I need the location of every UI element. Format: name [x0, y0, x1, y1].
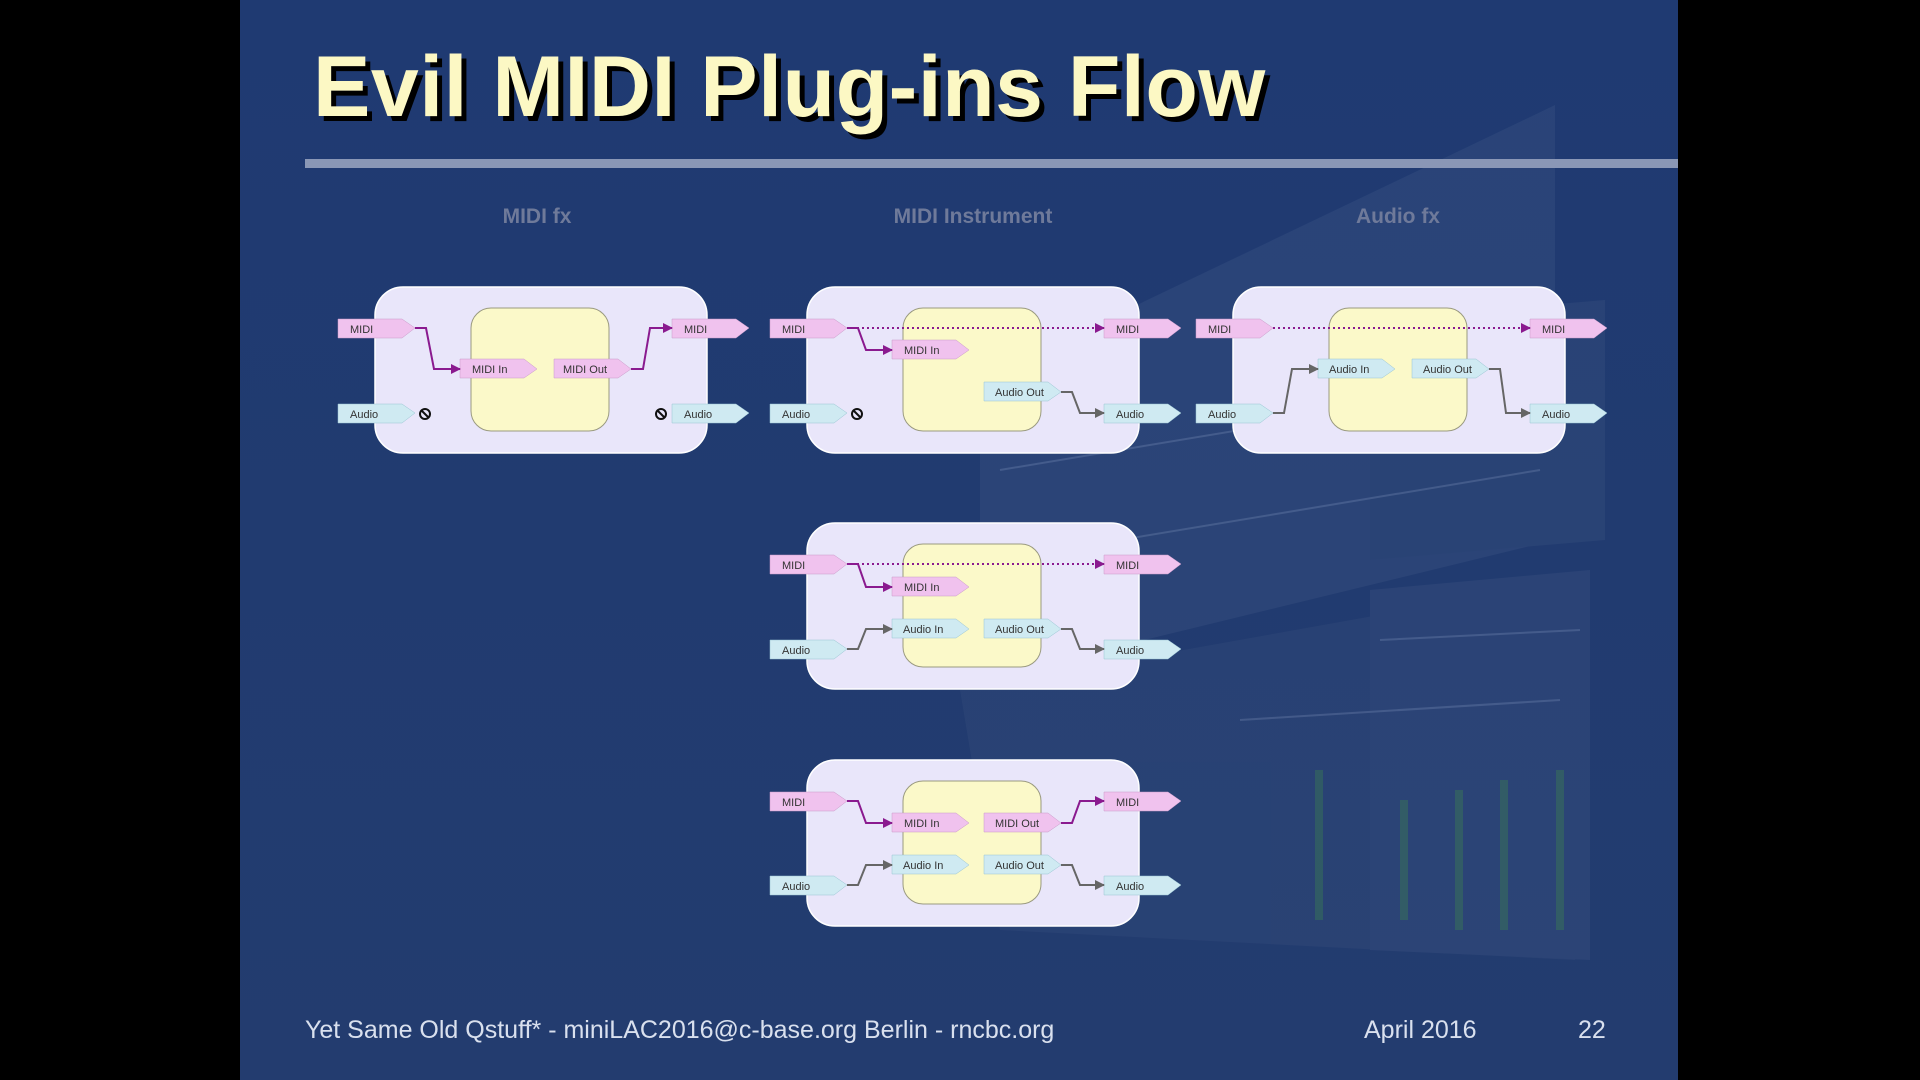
audio-input-port: Audio [769, 403, 848, 424]
column-header-midi-fx: MIDI fx [502, 205, 572, 228]
midi-input-port: MIDI [337, 318, 416, 339]
svg-text:MIDI: MIDI [1208, 324, 1231, 336]
svg-text:MIDI Out: MIDI Out [563, 364, 607, 376]
svg-text:Audio Out: Audio Out [995, 860, 1044, 872]
svg-text:Audio In: Audio In [903, 624, 943, 636]
midi-output-port: MIDI [1103, 554, 1182, 575]
midi-output-port: MIDI [1103, 791, 1182, 812]
title-divider [305, 159, 1678, 168]
plugin-midi-instrument: MIDI Audio MIDI In Audio Out MIDI Audio [769, 286, 1182, 454]
svg-text:Audio: Audio [782, 409, 810, 421]
plugin-midi-audio-full: MIDI Audio MIDI In MIDI Out Audio In Aud… [769, 759, 1182, 927]
audio-in-port: Audio In [1317, 358, 1396, 379]
svg-text:Audio: Audio [1208, 409, 1236, 421]
blocked-icon [851, 408, 863, 420]
svg-text:Audio: Audio [782, 645, 810, 657]
audio-output-port: Audio [1103, 403, 1182, 424]
audio-in-port: Audio In [891, 854, 970, 875]
midi-in-port: MIDI In [459, 358, 538, 379]
svg-text:Audio: Audio [1542, 409, 1570, 421]
svg-text:MIDI: MIDI [350, 324, 373, 336]
audio-output-port: Audio [1103, 639, 1182, 660]
page-number: 22 [1578, 1016, 1606, 1044]
svg-text:MIDI Out: MIDI Out [995, 818, 1039, 830]
svg-text:Audio: Audio [350, 409, 378, 421]
audio-input-port: Audio [769, 639, 848, 660]
blocked-icon [655, 408, 667, 420]
blocked-icon [419, 408, 431, 420]
audio-out-port: Audio Out [983, 381, 1062, 402]
audio-output-port: Audio [1103, 875, 1182, 896]
svg-text:MIDI: MIDI [1542, 324, 1565, 336]
svg-text:Audio: Audio [1116, 645, 1144, 657]
audio-output-port: Audio [1529, 403, 1608, 424]
svg-text:Audio: Audio [782, 881, 810, 893]
svg-text:MIDI: MIDI [782, 324, 805, 336]
footer-date: April 2016 [1364, 1016, 1477, 1044]
audio-in-port: Audio In [891, 618, 970, 639]
svg-text:MIDI: MIDI [684, 324, 707, 336]
midi-input-port: MIDI [769, 318, 848, 339]
audio-input-port: Audio [769, 875, 848, 896]
svg-text:MIDI: MIDI [1116, 560, 1139, 572]
svg-text:Audio Out: Audio Out [995, 387, 1044, 399]
svg-text:MIDI In: MIDI In [472, 364, 507, 376]
midi-input-port: MIDI [769, 791, 848, 812]
midi-in-port: MIDI In [891, 339, 970, 360]
svg-text:MIDI In: MIDI In [904, 582, 939, 594]
midi-input-port: MIDI [769, 554, 848, 575]
svg-text:Audio In: Audio In [1329, 364, 1369, 376]
svg-text:MIDI: MIDI [1116, 797, 1139, 809]
svg-text:Audio: Audio [1116, 409, 1144, 421]
midi-out-port: MIDI Out [983, 812, 1062, 833]
audio-out-port: Audio Out [983, 618, 1062, 639]
audio-input-port: Audio [337, 403, 416, 424]
svg-text:Audio Out: Audio Out [995, 624, 1044, 636]
plugin-midi-fx: MIDI Audio MIDI In MIDI Out MIDI Audio [337, 286, 750, 454]
midi-in-port: MIDI In [891, 812, 970, 833]
midi-output-port: MIDI [1103, 318, 1182, 339]
svg-text:MIDI In: MIDI In [904, 345, 939, 357]
footer-text: Yet Same Old Qstuff* - miniLAC2016@c-bas… [305, 1016, 1055, 1044]
svg-text:MIDI In: MIDI In [904, 818, 939, 830]
plugin-audio-fx: MIDI Audio Audio In Audio Out MIDI Audio [1195, 286, 1608, 454]
svg-text:MIDI: MIDI [782, 560, 805, 572]
audio-out-port: Audio Out [983, 854, 1062, 875]
audio-out-port: Audio Out [1411, 358, 1490, 379]
slide-title: Evil MIDI Plug-ins Flow [313, 39, 1266, 135]
column-header-midi-instrument: MIDI Instrument [893, 205, 1053, 228]
plugin-midi-instrument-audio-in: MIDI Audio MIDI In Audio In Audio Out MI… [769, 522, 1182, 690]
column-header-audio-fx: Audio fx [1356, 205, 1440, 228]
audio-output-port: Audio [671, 403, 750, 424]
slide: Evil MIDI Plug-ins Flow MIDI fx MIDI Ins… [240, 0, 1678, 1080]
svg-text:Audio: Audio [684, 409, 712, 421]
midi-output-port: MIDI [671, 318, 750, 339]
svg-text:MIDI: MIDI [1116, 324, 1139, 336]
plugin-flow-diagram: MIDI Audio MIDI In MIDI Out MIDI Audio [337, 286, 1608, 927]
audio-input-port: Audio [1195, 403, 1274, 424]
midi-out-port: MIDI Out [553, 358, 632, 379]
midi-in-port: MIDI In [891, 576, 970, 597]
svg-text:Audio: Audio [1116, 881, 1144, 893]
svg-text:MIDI: MIDI [782, 797, 805, 809]
midi-input-port: MIDI [1195, 318, 1274, 339]
svg-text:Audio In: Audio In [903, 860, 943, 872]
midi-output-port: MIDI [1529, 318, 1608, 339]
svg-text:Audio Out: Audio Out [1423, 364, 1472, 376]
